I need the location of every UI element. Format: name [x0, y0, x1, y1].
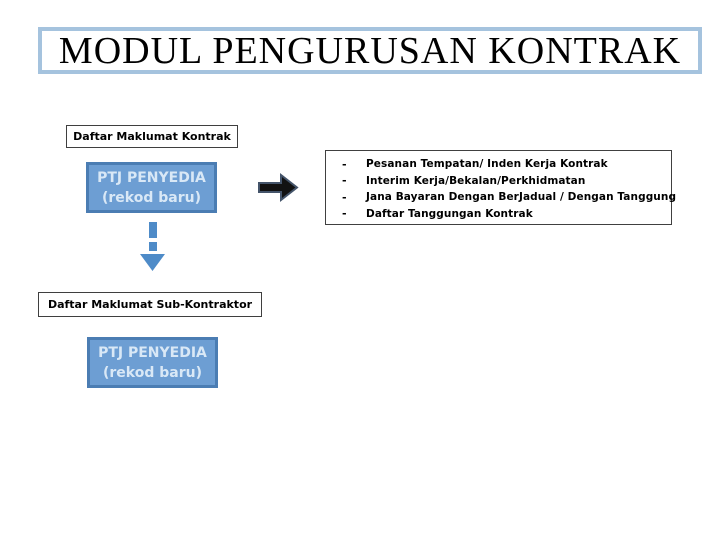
- list-item: - Daftar Tanggungan Kontrak: [342, 206, 667, 223]
- bullet-dash: -: [342, 207, 347, 221]
- ptj-penyedia-top-box: PTJ PENYEDIA (rekod baru): [86, 162, 217, 213]
- list-item-text: Interim Kerja/Bekalan/Perkhidmatan: [366, 174, 586, 187]
- sub-kontraktor-label-box: Daftar Maklumat Sub-Kontraktor: [38, 292, 262, 317]
- bullet-dash: -: [342, 157, 347, 171]
- kontrak-label: Daftar Maklumat Kontrak: [73, 130, 231, 143]
- list-item: - Pesanan Tempatan/ Inden Kerja Kontrak: [342, 156, 667, 173]
- list-item: - Jana Bayaran Dengan BerJadual / Dengan…: [342, 189, 676, 206]
- ptj-penyedia-bottom-box: PTJ PENYEDIA (rekod baru): [87, 337, 218, 388]
- ptj-top-line2: (rekod baru): [102, 189, 201, 206]
- down-arrow-icon: [140, 222, 165, 271]
- list-item-text: Pesanan Tempatan/ Inden Kerja Kontrak: [366, 158, 608, 171]
- slide-title-box: MODUL PENGURUSAN KONTRAK: [38, 27, 702, 74]
- slide-title: MODUL PENGURUSAN KONTRAK: [58, 29, 682, 72]
- list-item-text: Jana Bayaran Dengan BerJadual / Dengan T…: [366, 191, 677, 204]
- sub-kontraktor-label: Daftar Maklumat Sub-Kontraktor: [47, 298, 253, 311]
- bullet-dash: -: [342, 174, 347, 188]
- list-item-text: Daftar Tanggungan Kontrak: [366, 207, 533, 220]
- kontrak-label-box: Daftar Maklumat Kontrak: [66, 125, 238, 148]
- right-arrow-icon: [258, 172, 299, 203]
- ptj-bottom-line2: (rekod baru): [103, 364, 202, 381]
- ptj-bottom-line1: PTJ PENYEDIA: [98, 344, 207, 361]
- bullet-dash: -: [342, 190, 347, 204]
- kontrak-task-list-box: - Pesanan Tempatan/ Inden Kerja Kontrak …: [325, 150, 676, 225]
- list-item: - Interim Kerja/Bekalan/Perkhidmatan: [342, 173, 667, 190]
- ptj-top-line1: PTJ PENYEDIA: [97, 169, 206, 186]
